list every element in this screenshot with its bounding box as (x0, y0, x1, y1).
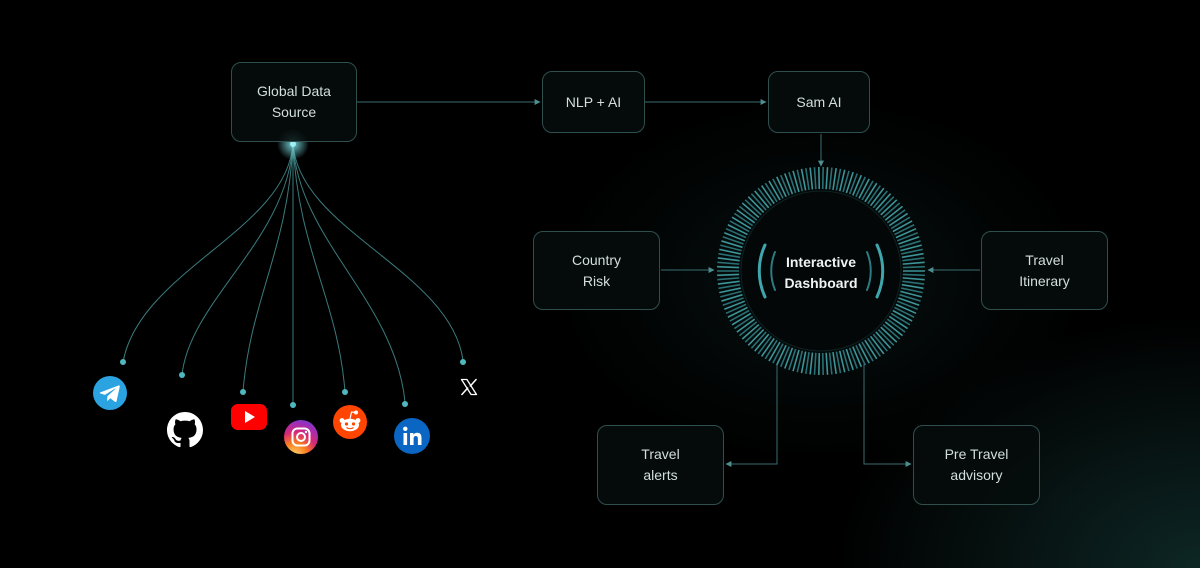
global-data-source-label: Global Data Source (257, 83, 331, 120)
pre-travel-advisory-label: Pre Travel advisory (944, 446, 1009, 483)
interactive-dashboard-label: Interactive Dashboard (784, 254, 858, 291)
sam-ai-label: Sam AI (796, 93, 842, 110)
pre-travel-advisory-node: Pre Travel advisory (913, 425, 1040, 505)
dashboard-arc-left-inner (770, 251, 776, 291)
dashboard-arc-right-inner (866, 251, 872, 291)
x-icon (460, 378, 478, 396)
linkedin-icon (394, 418, 430, 454)
nlp-ai-node: NLP + AI (542, 71, 645, 133)
travel-itinerary-node: Travel Itinerary (981, 231, 1108, 310)
arrow-dashboard-to-advisory (863, 364, 912, 467)
travel-alerts-node: Travel alerts (597, 425, 724, 505)
nlp-ai-label: NLP + AI (565, 93, 622, 110)
instagram-icon (284, 420, 318, 454)
global-data-source-node: Global Data Source (231, 62, 357, 142)
source-origin-dot (290, 141, 296, 147)
telegram-icon (93, 376, 127, 410)
youtube-icon (231, 404, 267, 430)
travel-itinerary-label: Travel Itinerary (1019, 251, 1070, 289)
source-wire-dots (120, 359, 466, 408)
dashboard-arc-left-outer (757, 243, 767, 299)
dashboard-ring (717, 167, 925, 375)
github-icon (167, 412, 203, 448)
country-risk-node: Country Risk (533, 231, 660, 310)
dashboard-inner-disc (740, 190, 902, 352)
travel-alerts-label: Travel alerts (641, 446, 680, 483)
sam-ai-node: Sam AI (768, 71, 870, 133)
source-wires (122, 142, 464, 403)
dashboard-arc-right-outer (875, 243, 885, 299)
reddit-icon (333, 405, 367, 439)
arrow-dashboard-to-alerts (725, 364, 778, 467)
country-risk-label: Country Risk (571, 251, 622, 289)
